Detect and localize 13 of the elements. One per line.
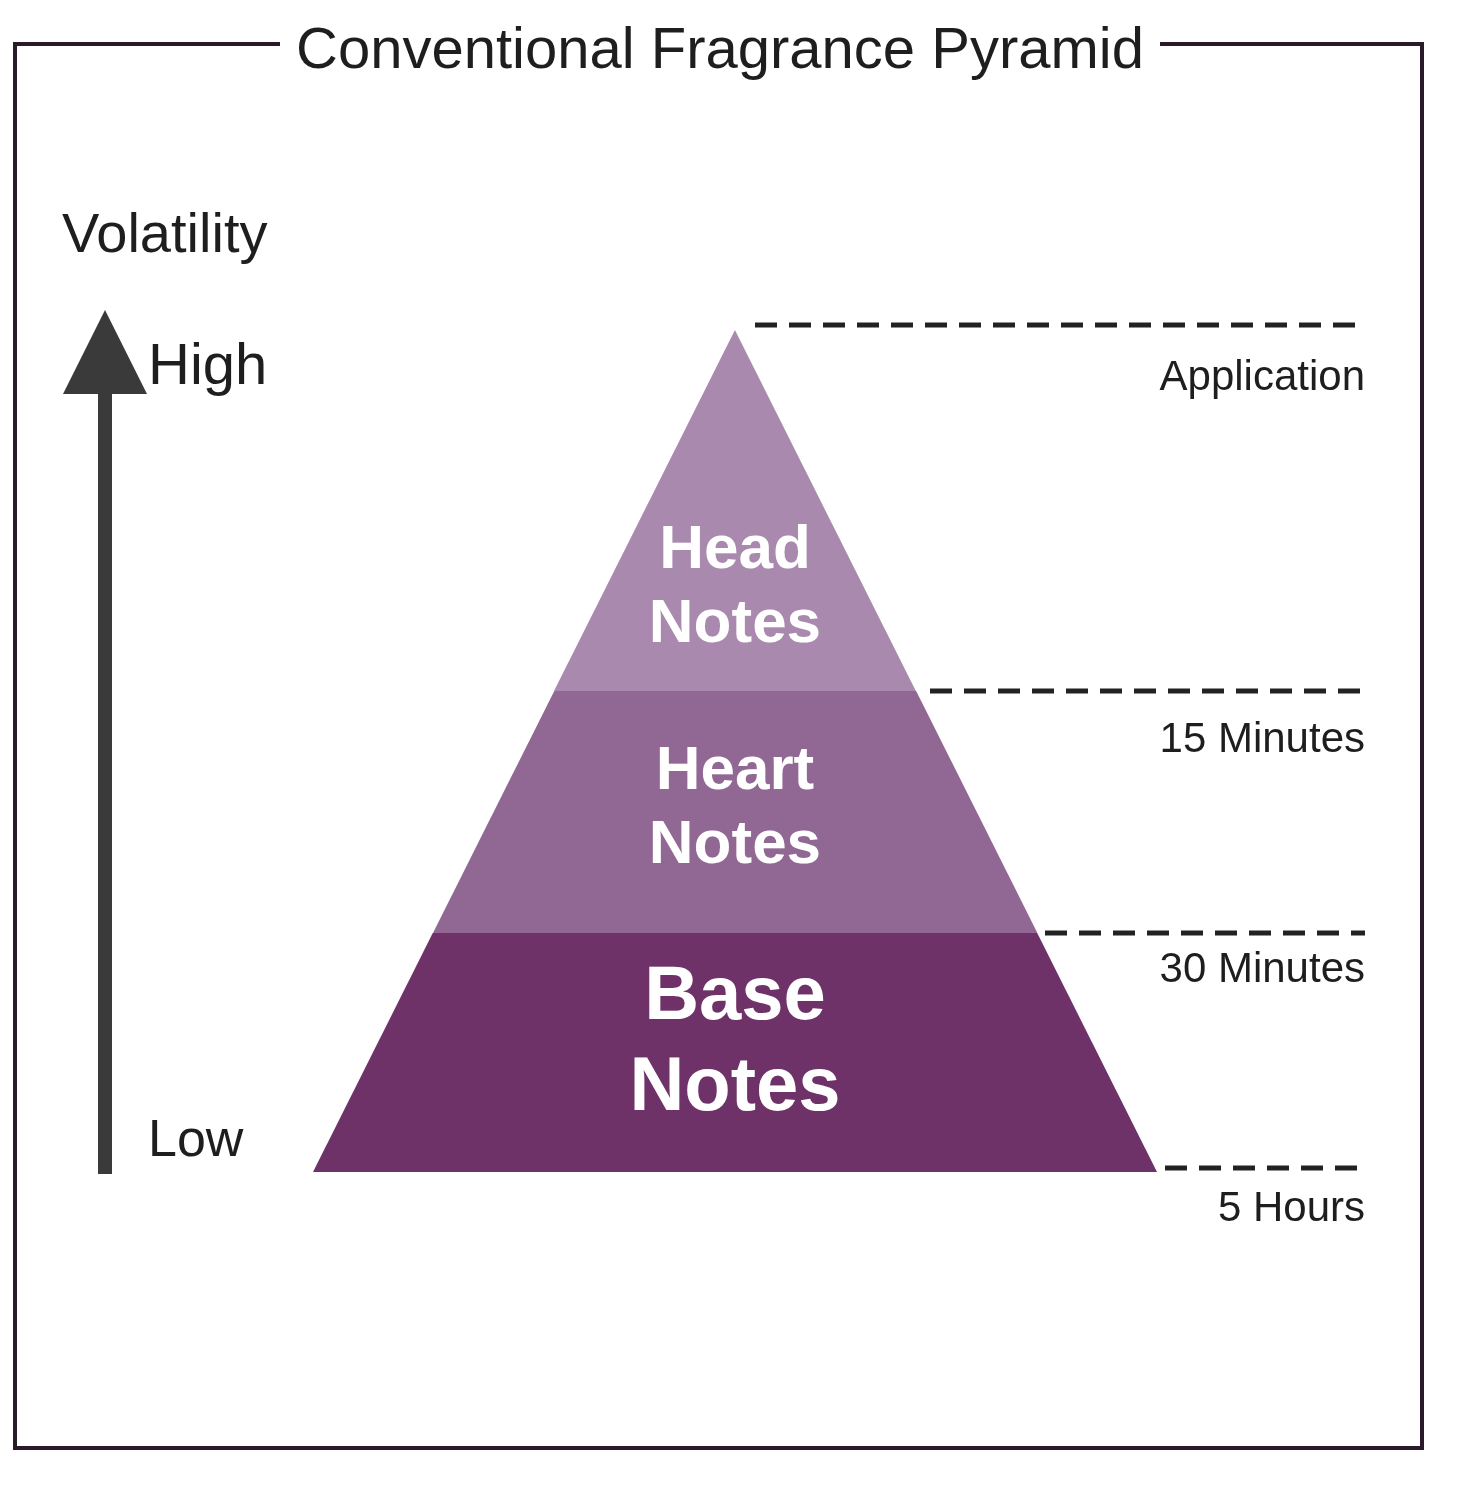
band-label: Heart Notes bbox=[647, 732, 823, 879]
axis-label: High bbox=[148, 330, 268, 397]
pyramid-band bbox=[554, 330, 916, 691]
time-label: 15 Minutes bbox=[1159, 714, 1365, 762]
band-label: Head Notes bbox=[647, 511, 823, 658]
axis-label: Low bbox=[148, 1108, 244, 1168]
axis-title: Volatility bbox=[62, 200, 268, 265]
pyramid-band bbox=[432, 691, 1038, 933]
time-label: Application bbox=[1159, 352, 1365, 400]
time-label: 5 Hours bbox=[1217, 1183, 1365, 1231]
time-label: 30 Minutes bbox=[1159, 944, 1365, 992]
band-label: Base Notes bbox=[628, 949, 842, 1129]
pyramid-band bbox=[313, 933, 1157, 1172]
